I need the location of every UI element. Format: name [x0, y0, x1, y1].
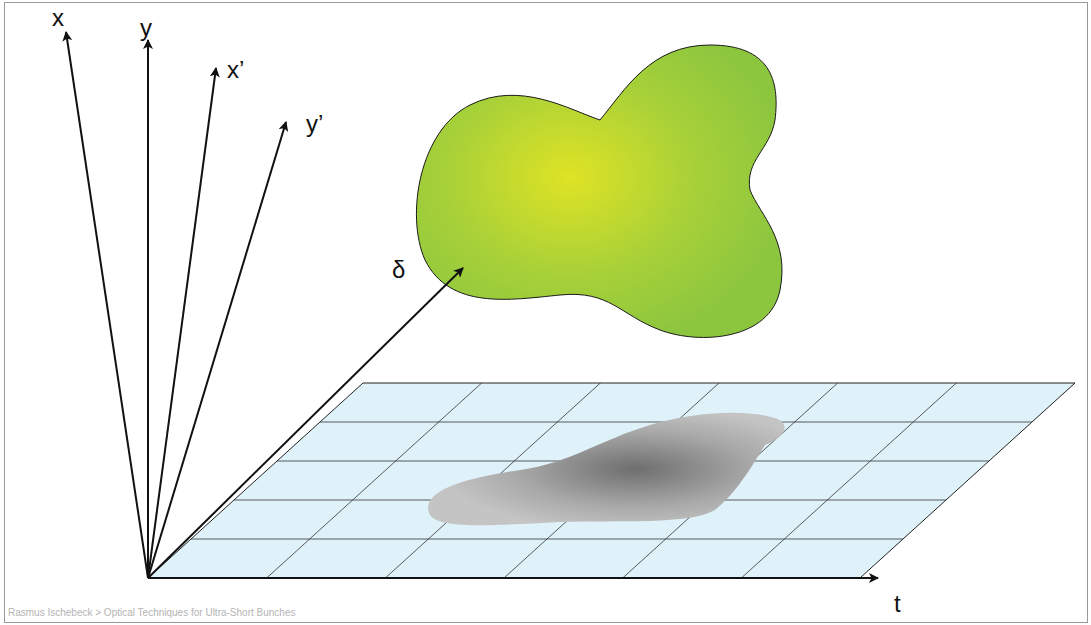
longitudinal-distribution	[428, 413, 785, 526]
transverse-distribution	[416, 45, 782, 337]
axis-label: x’	[227, 58, 244, 82]
axis-label: δ	[392, 258, 405, 282]
frame	[5, 3, 1088, 623]
grid-line	[267, 383, 482, 578]
axis-label: y’	[306, 112, 323, 136]
grid-line	[741, 383, 956, 578]
axes	[66, 32, 878, 578]
axis-label: x	[52, 6, 64, 30]
axis-label: t	[894, 592, 901, 616]
grid-plane	[148, 383, 1075, 578]
grid-line	[191, 539, 903, 540]
axis-label: y	[140, 16, 152, 40]
footer-note: Rasmus Ischebeck > Optical Techniques fo…	[8, 608, 295, 618]
